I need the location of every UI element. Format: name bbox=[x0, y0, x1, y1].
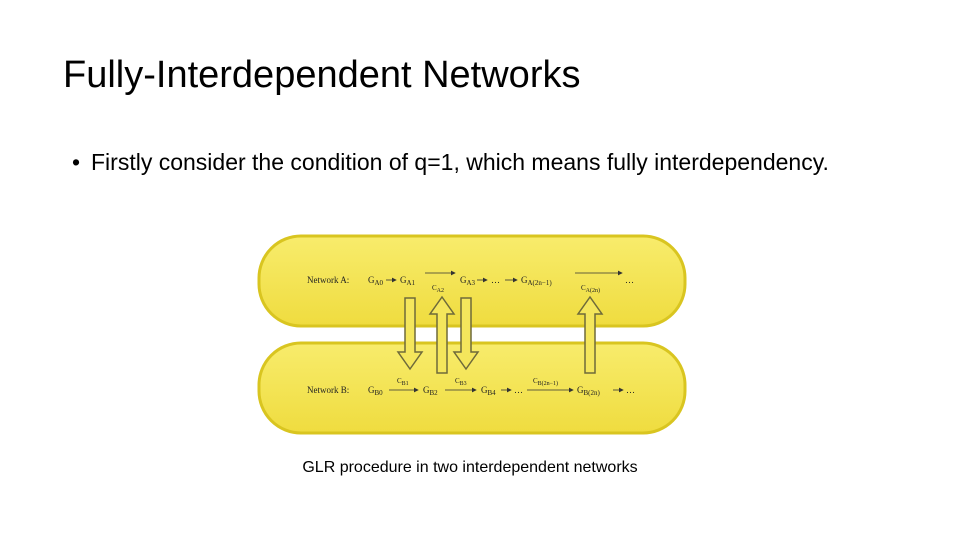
arrow-down-a3-b4 bbox=[452, 297, 480, 371]
ellipsis-a: … bbox=[491, 275, 500, 285]
network-a-capsule bbox=[257, 234, 687, 328]
ellipsis-b-end: … bbox=[626, 385, 635, 395]
edge-label-cb3: CB3 bbox=[455, 377, 467, 387]
network-a-label: Network A: bbox=[307, 275, 349, 285]
edge-label-cb2n-1: CB(2n−1) bbox=[533, 377, 558, 387]
figure-caption: GLR procedure in two interdependent netw… bbox=[302, 459, 638, 476]
arrow-up-b2-a3 bbox=[428, 295, 456, 374]
ellipsis-a-end: … bbox=[625, 275, 634, 285]
slide-title: Fully-Interdependent Networks bbox=[63, 54, 581, 96]
edge-label-ca2: CA2 bbox=[432, 284, 444, 294]
bullet-symbol: • bbox=[72, 149, 81, 175]
edge-label-cb1: CB1 bbox=[397, 377, 409, 387]
glr-diagram-svg: Network A: GA0 GA1 CA2 GA3 … GA(2n−1) CA… bbox=[257, 234, 687, 435]
glr-diagram: Network A: GA0 GA1 CA2 GA3 … GA(2n−1) CA… bbox=[255, 232, 690, 440]
bullet-point: • Firstly consider the condition of q=1,… bbox=[72, 147, 832, 177]
edge-label-ca2n: CA(2n) bbox=[581, 284, 600, 294]
network-b-label: Network B: bbox=[307, 385, 349, 395]
arrow-up-b2n-a2n bbox=[576, 295, 604, 374]
ellipsis-b: … bbox=[514, 385, 523, 395]
bullet-text: Firstly consider the condition of q=1, w… bbox=[91, 149, 829, 175]
arrow-down-a1-b2 bbox=[396, 297, 424, 371]
